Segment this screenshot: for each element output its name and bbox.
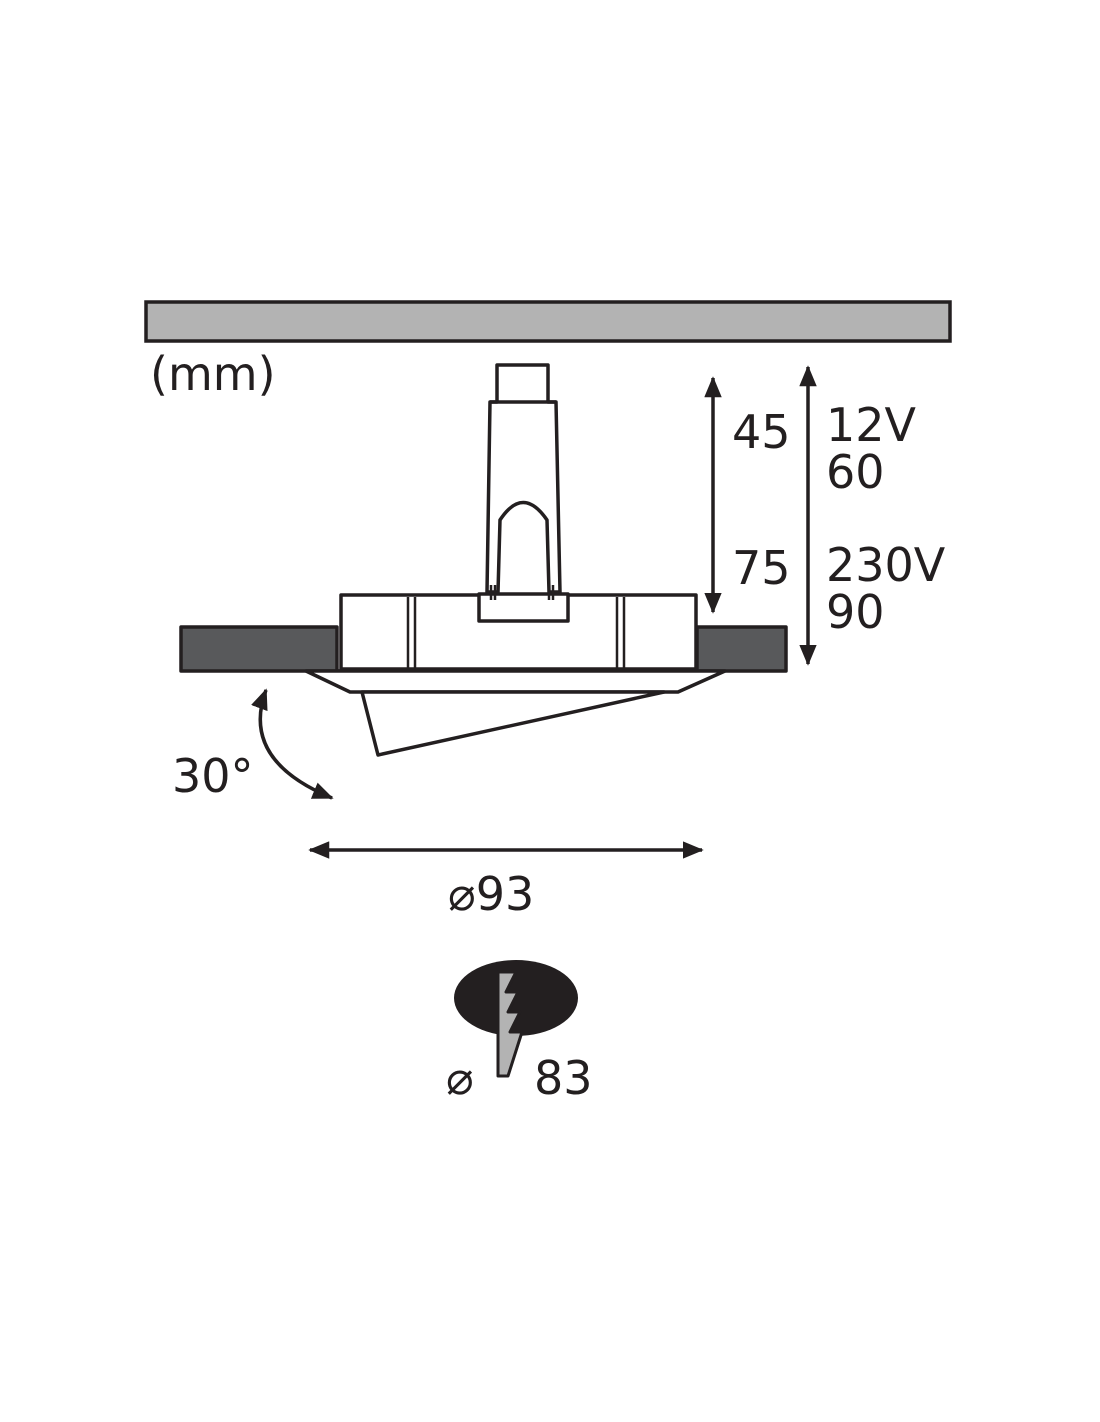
tilt-curved-arrow xyxy=(251,688,334,800)
cutout-hole-icon xyxy=(454,960,578,1078)
cutout-diameter-symbol: ⌀ xyxy=(446,1051,474,1105)
height-90-label: 90 xyxy=(826,585,885,639)
ceiling-panel xyxy=(144,300,952,343)
tilted-lamp xyxy=(360,690,666,757)
lightning-bolt-icon xyxy=(496,970,524,1078)
height-75-label: 75 xyxy=(732,541,791,595)
outer-diameter-label: ⌀93 xyxy=(448,867,534,921)
trim-right xyxy=(695,625,788,673)
voltage-12v-label: 12V xyxy=(826,398,917,452)
cutout-diameter-label: 83 xyxy=(534,1051,593,1105)
height-45-label: 45 xyxy=(732,405,791,459)
tilt-angle-label: 30° xyxy=(172,749,254,803)
units-label: (mm) xyxy=(150,347,276,401)
bottom-bezel xyxy=(304,669,727,694)
spring-clip xyxy=(485,363,562,594)
clip-base xyxy=(477,592,570,623)
trim-left xyxy=(179,625,339,673)
height-60-label: 60 xyxy=(826,445,885,499)
spotlight-fixture xyxy=(179,363,788,757)
voltage-230v-label: 230V xyxy=(826,538,946,592)
